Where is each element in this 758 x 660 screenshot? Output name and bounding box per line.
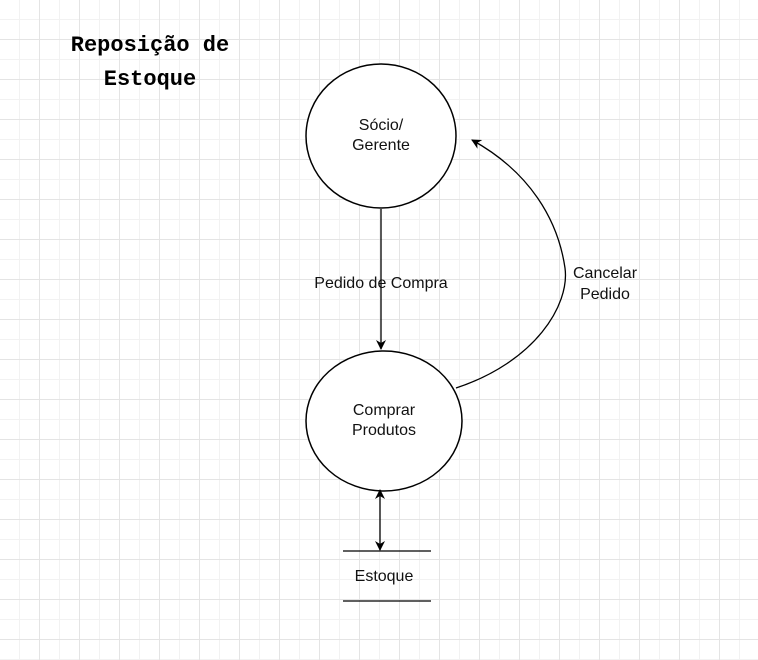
socio-label-line-1: Sócio/ <box>358 117 404 134</box>
flow-cancelar-pedido[interactable] <box>455 139 567 389</box>
diagram-title: Reposição de Estoque <box>40 29 260 97</box>
data-store-estoque[interactable] <box>343 550 431 602</box>
diagram-title-line-1: Reposição de <box>70 33 230 58</box>
process-socio-gerente[interactable] <box>305 63 457 209</box>
cancelar-label-line-1: Cancelar <box>572 265 638 282</box>
socio-label-line-2: Gerente <box>352 137 410 154</box>
comprar-label-line-2: Produtos <box>351 422 417 439</box>
comprar-label-line-1: Comprar <box>352 402 416 419</box>
flow-cancelar-pedido-label: Cancelar Pedido <box>560 263 650 305</box>
process-socio-gerente-label: Sócio/ Gerente <box>321 116 441 156</box>
diagram-title-line-2: Estoque <box>103 67 197 92</box>
cancelar-label-line-2: Pedido <box>580 286 630 303</box>
data-store-estoque-label: Estoque <box>354 568 414 585</box>
process-comprar-produtos-label: Comprar Produtos <box>324 401 444 441</box>
flow-pedido-de-compra-label: Pedido de Compra <box>314 275 448 292</box>
